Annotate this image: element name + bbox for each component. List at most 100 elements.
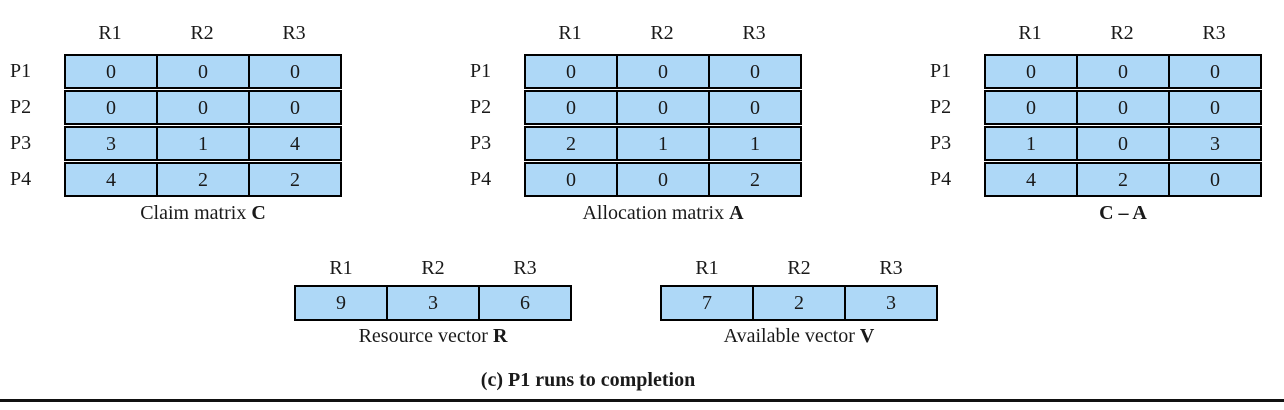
allocation-matrix-block: R1 R2 R3 P1 0 0 0 P2 0 0 0: [470, 20, 802, 225]
column-header-r2: R2: [650, 22, 674, 44]
matrix-row-p1: P1 0 0 0: [930, 54, 1262, 89]
matrix-row-cells: 3 1 4: [64, 126, 342, 161]
matrix-row-cells: 0 0 0: [984, 90, 1262, 125]
matrix-cell: 0: [708, 56, 800, 87]
matrix-cell: 3: [1168, 128, 1260, 159]
matrix-cell: 1: [616, 128, 708, 159]
caption-text: Resource vector: [358, 325, 493, 347]
matrix-row-cells: 0 0 0: [984, 54, 1262, 89]
matrix-row-p1: P1 0 0 0: [470, 54, 802, 89]
claim-matrix-block: R1 R2 R3 P1 0 0 0 P2 0 0 0: [10, 20, 342, 225]
row-label-p1: P1: [470, 60, 492, 82]
matrix-row-p4: P4 4 2 0: [930, 162, 1262, 197]
row-label-p3: P3: [10, 132, 32, 154]
matrix-row-p2: P2 0 0 0: [10, 90, 342, 125]
column-header-r3: R3: [513, 257, 537, 279]
matrix-cell: 0: [708, 92, 800, 123]
matrix-row-p3: P3 1 0 3: [930, 126, 1262, 161]
caption-symbol: V: [859, 325, 875, 347]
matrix-cell: 4: [248, 128, 340, 159]
figure-caption: (c) P1 runs to completion: [480, 369, 696, 391]
column-header-r1: R1: [1018, 22, 1042, 44]
row-label-p3: P3: [930, 132, 952, 154]
matrices-row: R1 R2 R3 P1 0 0 0 P2 0 0 0: [10, 20, 1262, 225]
matrix-cell: 2: [1076, 164, 1168, 195]
matrix-cell: 1: [156, 128, 248, 159]
matrix-cell: 0: [566, 96, 576, 119]
matrix-cell: 0: [1026, 60, 1036, 83]
matrix-cell: 0: [616, 164, 708, 195]
bottom-divider: [0, 399, 1284, 402]
matrix-row-p4: P4 0 0 2: [470, 162, 802, 197]
available-vector-cells: 7 2 3: [660, 285, 938, 321]
matrix-cell: 0: [106, 60, 116, 83]
matrix-cell: 0: [1168, 56, 1260, 87]
caption-symbol: R: [492, 325, 508, 347]
matrix-row-cells: 4 2 2: [64, 162, 342, 197]
matrix-cell: 0: [1076, 56, 1168, 87]
vector-cell: 7: [702, 292, 712, 314]
matrix-cell: 0: [106, 96, 116, 119]
claim-matrix-caption: Claim matrix C: [64, 202, 342, 225]
matrix-cell: 0: [1168, 164, 1260, 195]
matrix-cell: 0: [248, 56, 340, 87]
row-label-p4: P4: [470, 168, 492, 190]
matrix-cell: 0: [1076, 128, 1168, 159]
column-header-r1: R1: [329, 257, 353, 279]
matrix-row-cells: 2 1 1: [524, 126, 802, 161]
matrix-cell: 2: [248, 164, 340, 195]
matrix-cell: 2: [566, 132, 576, 155]
matrix-cell: 0: [566, 60, 576, 83]
matrix-row-p4: P4 4 2 2: [10, 162, 342, 197]
column-header-r2: R2: [787, 257, 811, 279]
column-header-r1: R1: [695, 257, 719, 279]
matrix-row-p3: P3 2 1 1: [470, 126, 802, 161]
matrix-cell: 4: [106, 168, 116, 191]
matrix-row-p1: P1 0 0 0: [10, 54, 342, 89]
column-header-r3: R3: [879, 257, 903, 279]
matrix-row-p3: P3 3 1 4: [10, 126, 342, 161]
available-vector-caption: Available vector V: [660, 325, 938, 348]
matrix-cell: 0: [1026, 96, 1036, 119]
row-label-p1: P1: [930, 60, 952, 82]
matrix-cell: 1: [708, 128, 800, 159]
matrix-row-cells: 4 2 0: [984, 162, 1262, 197]
matrix-row-cells: 0 0 0: [524, 90, 802, 125]
matrix-row-p2: P2 0 0 0: [930, 90, 1262, 125]
matrix-row-cells: 1 0 3: [984, 126, 1262, 161]
c-minus-a-headers: R1 R2 R3: [984, 20, 1262, 46]
matrix-cell: 1: [1026, 132, 1036, 155]
matrix-cell: 2: [156, 164, 248, 195]
matrix-cell: 0: [616, 92, 708, 123]
column-header-r3: R3: [282, 22, 306, 44]
caption-text: Allocation matrix: [582, 202, 730, 224]
matrix-cell: 0: [156, 56, 248, 87]
caption-symbol: C: [251, 202, 266, 224]
resource-vector-cells: 9 3 6: [294, 285, 572, 321]
matrix-cell: 4: [1026, 168, 1036, 191]
matrix-row-cells: 0 0 0: [524, 54, 802, 89]
column-header-r2: R2: [421, 257, 445, 279]
resource-vector-block: R1 R2 R3 9 3 6 Resource vector R: [294, 255, 572, 348]
matrix-cell: 0: [566, 168, 576, 191]
row-label-p4: P4: [930, 168, 952, 190]
matrix-row-cells: 0 0 2: [524, 162, 802, 197]
matrix-cell: 0: [1168, 92, 1260, 123]
row-label-p2: P2: [10, 96, 32, 118]
vector-cell: 6: [478, 287, 570, 319]
matrix-cell: 3: [106, 132, 116, 155]
matrix-cell: 0: [616, 56, 708, 87]
column-header-r3: R3: [742, 22, 766, 44]
matrix-cell: 0: [1076, 92, 1168, 123]
matrix-row-cells: 0 0 0: [64, 54, 342, 89]
row-label-p1: P1: [10, 60, 32, 82]
matrix-cell: 2: [708, 164, 800, 195]
c-minus-a-matrix-block: R1 R2 R3 P1 0 0 0 P2 0 0 0: [930, 20, 1262, 225]
row-label-p2: P2: [930, 96, 952, 118]
available-vector-headers: R1 R2 R3: [661, 255, 938, 281]
claim-matrix-headers: R1 R2 R3: [64, 20, 342, 46]
row-label-p3: P3: [470, 132, 492, 154]
column-header-r2: R2: [190, 22, 214, 44]
resource-vector-caption: Resource vector R: [294, 325, 572, 348]
row-label-p2: P2: [470, 96, 492, 118]
